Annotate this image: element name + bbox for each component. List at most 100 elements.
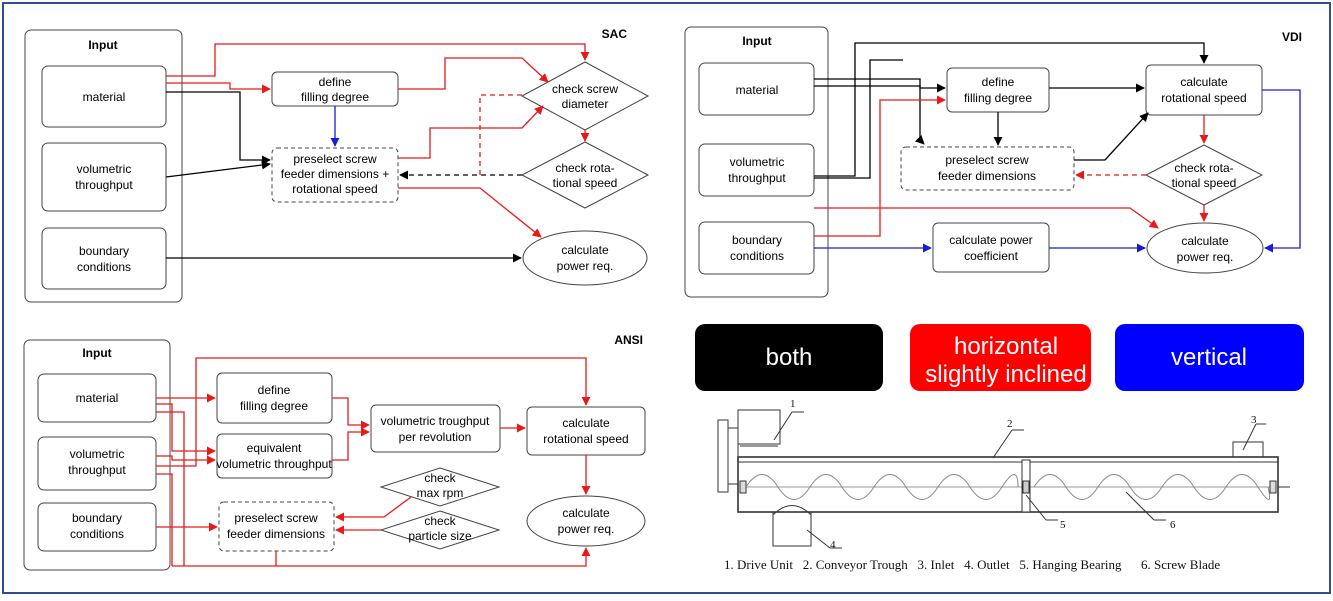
number-3: 3 [1251, 414, 1257, 426]
leader-2 [992, 429, 1013, 459]
ansi-input-label: Input [82, 346, 111, 360]
ansi-boundary-line2: conditions [70, 527, 124, 541]
sac-filling-line2: filling degree [301, 90, 369, 104]
sac-throughput-box [41, 142, 167, 212]
sac-preselect-line3: rotational speed [292, 182, 377, 196]
vdi-title: VDI [1282, 30, 1302, 44]
ansi-rot-speed-line2: rotational speed [543, 432, 628, 446]
drive-unit-flange [727, 427, 739, 485]
screw-blade-right [1033, 474, 1271, 500]
sac-boundary-line2: conditions [77, 260, 131, 274]
sac-check-speed-line1: check rota- [555, 161, 614, 175]
vdi-throughput-line1: volumetric [730, 155, 785, 169]
outlet-curve [772, 505, 812, 516]
hanging-bearing-block [1022, 480, 1030, 494]
legend-horizontal-line2: slightly inclined [925, 361, 1086, 388]
vdi-boundary-line2: conditions [730, 249, 784, 263]
sac-check-speed-diamond [520, 141, 650, 209]
ansi-arrows [156, 357, 591, 567]
ansi-equivalent-line1: equivalent [247, 441, 302, 455]
ansi-throughput-box [37, 436, 157, 491]
sac-throughput-line1: volumetric [77, 162, 132, 176]
inlet [1232, 441, 1264, 458]
sac-preselect-line1: preselect screw [293, 152, 377, 166]
sac-material-box [41, 65, 167, 128]
sac-material-label: material [83, 90, 126, 104]
legend-vertical-swatch [1115, 324, 1304, 391]
ansi-vol-rev-line2: per revolution [399, 430, 472, 444]
sac-filling-line1: define [319, 75, 352, 89]
sac-check-diameter-line1: check screw [552, 82, 618, 96]
sac-panel: SAC Input material volumetric throughput… [24, 27, 650, 303]
sac-title: SAC [602, 27, 628, 41]
vdi-check-speed-line2: tional speed [1172, 176, 1237, 190]
number-1: 1 [790, 398, 796, 410]
sac-power-line1: calculate [561, 243, 609, 257]
ansi-filling-line2: filling degree [240, 399, 308, 413]
end-bearing-right [1269, 480, 1277, 494]
legend: both horizontal slightly inclined vertic… [695, 324, 1304, 391]
ansi-power-line2: power req. [558, 522, 615, 536]
vdi-power-ellipse [1146, 222, 1264, 274]
vdi-rot-speed-line2: rotational speed [1161, 91, 1246, 105]
ansi-particle-line1: check [424, 514, 456, 528]
conveyor-caption-group: 1. Drive Unit 2. Conveyor Trough 3. Inle… [724, 557, 1220, 572]
sac-power-line2: power req. [557, 259, 614, 273]
vdi-material-label: material [736, 83, 779, 97]
sac-boundary-box [41, 227, 167, 290]
legend-vertical-label: vertical [1171, 344, 1247, 371]
ansi-max-rpm-line2: max rpm [417, 486, 464, 500]
screw-conveyor-drawing [717, 409, 1290, 549]
ansi-material-label: material [76, 391, 119, 405]
sac-preselect-box [271, 147, 399, 203]
vdi-preselect-line2: feeder dimensions [938, 169, 1036, 183]
vdi-power-coef-box [932, 222, 1050, 273]
drive-unit [737, 409, 781, 445]
vdi-power-line1: calculate [1181, 234, 1229, 248]
vdi-throughput-box [698, 143, 815, 197]
number-4: 4 [830, 539, 836, 551]
vdi-rot-speed-box [1145, 64, 1263, 116]
ansi-max-rpm-diamond [379, 467, 501, 507]
ansi-rot-speed-line1: calculate [562, 416, 610, 430]
vdi-boundary-line1: boundary [732, 233, 782, 247]
vdi-power-line2: power req. [1177, 250, 1234, 264]
conveyor-caption: 1. Drive Unit 2. Conveyor Trough 3. Inle… [724, 557, 1220, 572]
ansi-throughput-line2: throughput [68, 463, 126, 477]
ansi-preselect-line2: feeder dimensions [227, 527, 325, 541]
leader-5 [1025, 494, 1047, 521]
sac-power-ellipse [522, 230, 648, 286]
ansi-filling-box [216, 372, 333, 424]
vdi-check-speed-diamond [1144, 144, 1264, 206]
legend-both-label: both [766, 344, 813, 371]
sac-preselect-line2: feeder dimensions + [281, 167, 389, 181]
sac-input-label: Input [88, 38, 117, 52]
vdi-filling-line2: filling degree [964, 91, 1032, 105]
leader-3 [1242, 423, 1257, 451]
sac-arrows [165, 43, 590, 263]
drive-unit-plate [717, 419, 729, 493]
vdi-preselect-line1: preselect screw [945, 153, 1029, 167]
vdi-power-coef-line1: calculate power [949, 233, 1032, 247]
ansi-title: ANSI [614, 333, 643, 347]
vdi-throughput-line2: throughput [728, 171, 786, 185]
ansi-particle-diamond [379, 510, 501, 550]
leader-6 [1125, 491, 1155, 521]
ansi-filling-line1: define [258, 383, 291, 397]
ansi-equivalent-line2: volumetric throughput [216, 457, 332, 471]
leader-4 [806, 529, 831, 549]
sac-throughput-line2: throughput [75, 178, 133, 192]
number-5: 5 [1060, 519, 1066, 531]
vdi-arrows [814, 42, 1301, 253]
ansi-throughput-line1: volumetric [70, 447, 125, 461]
vdi-panel: VDI Input material volumetric throughput… [684, 26, 1302, 298]
ansi-equivalent-box [216, 433, 333, 479]
vdi-input-label: Input [742, 34, 771, 48]
ansi-panel: ANSI Input material volumetric throughpu… [23, 333, 646, 571]
vdi-check-speed-line1: check rota- [1174, 161, 1233, 175]
ansi-boundary-line1: boundary [72, 511, 122, 525]
ansi-particle-line2: particle size [408, 529, 472, 543]
screw-blade-left [745, 474, 1019, 500]
